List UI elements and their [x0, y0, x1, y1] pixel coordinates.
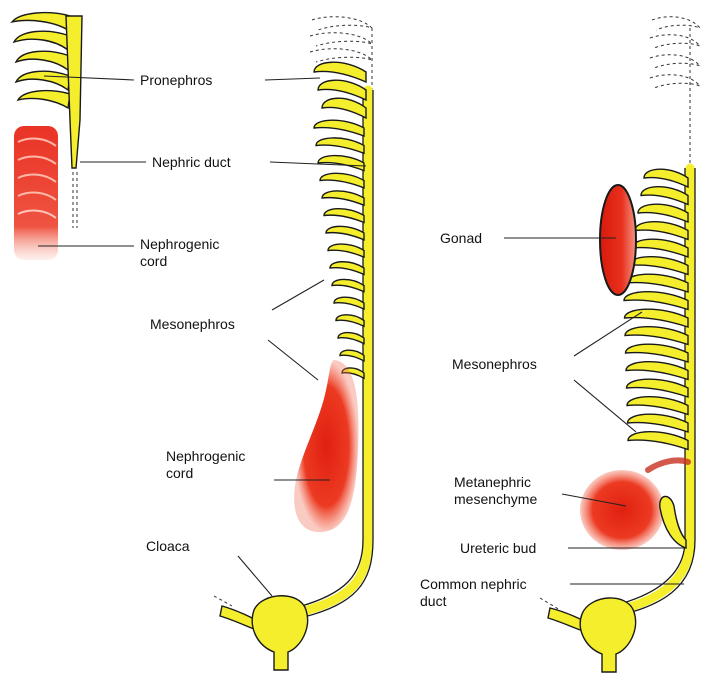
pronephros-tubule [322, 98, 366, 118]
label-metanephric-mesenchyme-line2: mesenchyme [454, 491, 537, 508]
mesonephric-tubule [338, 333, 364, 344]
panel-early-stage [12, 13, 82, 260]
mesonephric-tubule [624, 292, 688, 310]
mesonephric-tubule [326, 226, 364, 239]
label-common-nephric-duct-line1: Common nephric [420, 576, 527, 593]
label-nephrogenic-cord-1-line1: Nephrogenic [140, 236, 219, 253]
label-cloaca: Cloaca [146, 538, 190, 555]
cloaca-mid [214, 596, 308, 670]
label-pronephros: Pronephros [140, 72, 212, 89]
mesonephric-tubule [322, 191, 364, 205]
mesonephric-tubule [627, 397, 688, 415]
label-nephrogenic-cord-2-line2: cord [166, 465, 245, 482]
label-nephric-duct: Nephric duct [152, 154, 231, 171]
mesonephric-tubule [625, 327, 688, 345]
panel-mid-stage [214, 17, 373, 670]
mesonephric-tubule [314, 120, 364, 136]
mesonephric-tubule [628, 414, 689, 432]
pronephros-dashed-outline-late [650, 17, 700, 168]
mesonephric-tubule [628, 432, 688, 450]
mesonephric-tubule [626, 362, 688, 380]
nephrogenic-cord-mid [294, 360, 358, 532]
mesonephric-tubule [638, 204, 688, 222]
mesonephric-tubule [632, 239, 688, 257]
label-ureteric-bud: Ureteric bud [460, 540, 536, 557]
mesonephric-tubule [644, 169, 688, 187]
label-nephrogenic-cord-2: Nephrogenic cord [166, 448, 245, 482]
label-gonad: Gonad [440, 230, 482, 247]
mesonephric-tubule [626, 344, 689, 362]
mesonephric-tubule [316, 138, 364, 153]
mesonephric-tubule [629, 257, 688, 275]
pronephros-tubules-small [12, 13, 70, 108]
pronephros-tubule [314, 62, 366, 82]
cloaca-late [540, 598, 636, 672]
label-common-nephric-duct: Common nephric duct [420, 576, 527, 610]
mesonephric-tubule [641, 187, 688, 205]
mesonephric-tubule [324, 209, 364, 223]
label-mesonephros-2: Mesonephros [452, 356, 537, 373]
label-nephrogenic-cord-2-line1: Nephrogenic [166, 448, 245, 465]
mesonephric-tubule [328, 244, 364, 257]
mesonephric-tubule [332, 279, 364, 291]
label-common-nephric-duct-line2: duct [420, 593, 527, 610]
pronephros-tubule [318, 80, 366, 100]
label-mesonephros-1: Mesonephros [150, 316, 235, 333]
gonad [600, 185, 636, 295]
mesonephric-tubule [340, 350, 364, 361]
mesonephric-tubule [626, 274, 688, 292]
nephric-duct-dashed [73, 172, 77, 228]
mesonephric-tubule [336, 315, 364, 326]
mesonephros-tubules-mid [314, 62, 366, 378]
mesonephric-tubule [625, 309, 689, 327]
label-metanephric-mesenchyme: Metanephric mesenchyme [454, 474, 537, 508]
mesonephric-tubule [318, 156, 364, 171]
mesonephric-tubule [635, 222, 688, 240]
nephrogenic-cord-early [14, 126, 58, 260]
label-nephrogenic-cord-1: Nephrogenic cord [140, 236, 219, 270]
panel-late-stage [540, 17, 700, 672]
label-nephrogenic-cord-1-line2: cord [140, 253, 219, 270]
mesonephric-tubule [320, 173, 364, 188]
label-metanephric-mesenchyme-line1: Metanephric [454, 474, 537, 491]
metanephric-mesenchyme [580, 470, 664, 550]
ureteric-bud [660, 496, 686, 548]
nephric-duct-early [66, 16, 82, 168]
mesonephric-tubule [627, 379, 689, 397]
mesonephric-tubule [334, 297, 364, 309]
mesonephric-tubule [330, 262, 364, 275]
mesonephric-remnant [648, 460, 688, 470]
